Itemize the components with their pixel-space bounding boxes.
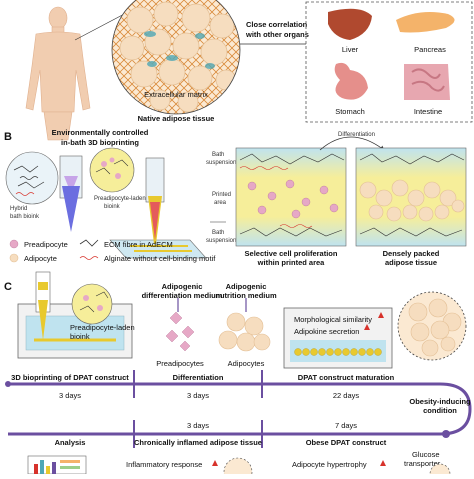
print-bath-icon xyxy=(109,157,207,259)
pancreas-icon xyxy=(396,12,455,33)
c-laden-label-1: Preadipocyte-laden xyxy=(70,323,135,332)
native-tissue-label: Native adipose tissue xyxy=(138,114,215,123)
bioink-cartridge-icon xyxy=(59,155,83,232)
diff-medium-2: differentiation medium xyxy=(142,291,223,300)
glucose-1: Glucose xyxy=(412,450,440,459)
obesity-2: condition xyxy=(423,406,457,415)
ecm-legend-icon xyxy=(79,239,99,247)
diff-medium-1: Adipogenic xyxy=(162,282,203,291)
stage-inflamed: Chronically inflamed adipose tissue xyxy=(134,438,262,447)
native-adipose-tissue-icon xyxy=(111,0,241,115)
bath-top-2: suspension xyxy=(206,160,236,166)
caption-left-2: within printed area xyxy=(257,258,326,267)
human-body-icon xyxy=(25,6,91,141)
caption-right-1: Densely packed xyxy=(383,249,440,258)
nutr-medium-2: nutrition medium xyxy=(215,291,277,300)
maturation-tray-icon xyxy=(283,307,393,369)
laden-bioink-circle-icon xyxy=(71,283,113,325)
duration-5: 7 days xyxy=(335,421,357,430)
ecm-label: Extracellular matrix xyxy=(144,90,208,99)
duration-3: 22 days xyxy=(333,391,360,400)
liver-icon xyxy=(328,8,372,41)
adipokine-label: Adipokine secretion xyxy=(294,327,359,336)
adipocytes-label: Adipocytes xyxy=(228,359,265,368)
laden-label-1: Preadipocyte-laden xyxy=(94,196,146,202)
inflamed-zoom-icon xyxy=(223,457,253,479)
panel-c: C Preadipocyte-laden bioink Adipogenic d… xyxy=(4,271,472,479)
preadipocyte-legend-icon xyxy=(9,239,19,249)
organs-box xyxy=(305,1,473,123)
hybrid-label-2: bath bioink xyxy=(10,214,40,220)
panel-a: Extracellular matrix Native adipose tiss… xyxy=(25,0,473,141)
organ-intestine: Intestine xyxy=(414,107,442,116)
duration-4: 3 days xyxy=(187,421,209,430)
legend-preadipocyte: Preadipocyte xyxy=(24,240,68,249)
legend-ecm: ECM fibre in AdECM xyxy=(104,240,173,249)
analysis-chart-icon xyxy=(27,455,87,475)
legend-alginate: Alginate without cell-binding motif xyxy=(104,254,216,263)
panel-c-letter: C xyxy=(4,281,12,293)
inflammatory-label: Inflammatory response xyxy=(126,460,202,469)
correlation-label-1: Close correlation xyxy=(246,20,308,29)
increase-arrow-icon xyxy=(364,312,384,330)
stage-analysis: Analysis xyxy=(55,438,86,447)
nutr-medium-1: Adipogenic xyxy=(226,282,267,291)
bath-bot-2: suspension xyxy=(206,238,236,244)
adipocytes-icon xyxy=(218,312,271,352)
hybrid-label-1: Hybrid xyxy=(10,206,27,212)
timeline xyxy=(5,298,472,448)
stage-differentiation: Differentiation xyxy=(173,373,224,382)
hypertrophy-label: Adipocyte hypertrophy xyxy=(292,460,367,469)
organ-liver: Liver xyxy=(342,45,359,54)
hypertrophy-arrow-icon xyxy=(380,460,386,466)
printing-title-1: Environmentally controlled xyxy=(52,128,149,137)
preadipocytes-icon xyxy=(165,311,195,352)
duration-2: 3 days xyxy=(187,391,209,400)
stomach-icon xyxy=(334,62,368,100)
morph-label: Morphological similarity xyxy=(294,315,372,324)
bath-top-1: Bath xyxy=(212,152,224,158)
correlation-label-2: with other organs xyxy=(245,30,309,39)
zoom-line xyxy=(74,11,129,41)
bath-bot-1: Bath xyxy=(212,230,224,236)
organ-stomach: Stomach xyxy=(335,107,365,116)
matured-tissue-zoom-icon xyxy=(397,291,467,361)
caption-right-2: adipose tissue xyxy=(385,258,437,267)
printing-well-icon xyxy=(17,271,133,359)
panel-b-letter: B xyxy=(4,131,12,143)
printed-1: Printed xyxy=(212,192,231,198)
organ-pancreas: Pancreas xyxy=(414,45,446,54)
preadipocyte-laden-bioink-icon xyxy=(89,147,135,193)
printed-area-initial xyxy=(235,147,347,247)
printing-title-2: in-bath 3D bioprinting xyxy=(61,138,139,147)
differentiation-label: Differentiation xyxy=(338,132,375,138)
adipocyte-legend-icon xyxy=(9,253,19,263)
stage-bioprinting: 3D bioprinting of DPAT construct xyxy=(11,373,129,382)
panel-b: B Environmentally controlled in-bath 3D … xyxy=(4,128,467,267)
c-laden-label-2: bioink xyxy=(70,332,90,341)
differentiation-arrow xyxy=(319,136,385,151)
stage-maturation: DPAT construct maturation xyxy=(298,373,395,382)
obesity-1: Obesity-inducing xyxy=(409,397,471,406)
preadipocytes-label: Preadipocytes xyxy=(156,359,204,368)
stage-obese: Obese DPAT construct xyxy=(306,438,387,447)
caption-left-1: Selective cell proliferation xyxy=(245,249,338,258)
hybrid-bath-bioink-icon xyxy=(5,151,59,205)
intestine-icon xyxy=(404,64,450,100)
legend: Preadipocyte ECM fibre in AdECM Adipocyt… xyxy=(9,239,216,263)
alginate-legend-icon xyxy=(79,256,99,260)
glucose-2: transporter xyxy=(404,459,441,468)
legend-adipocyte: Adipocyte xyxy=(24,254,57,263)
laden-label-2: bioink xyxy=(104,204,121,210)
printed-2: area xyxy=(214,200,227,206)
duration-1: 3 days xyxy=(59,391,81,400)
inflammatory-arrow-icon xyxy=(212,460,218,466)
densely-packed-tissue xyxy=(355,147,467,247)
